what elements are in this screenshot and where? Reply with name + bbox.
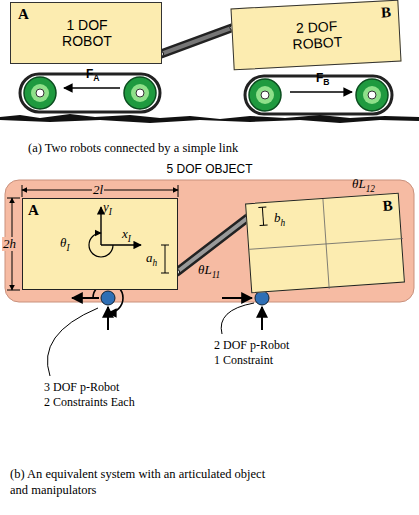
node-label: 1 DOF ROBOT <box>52 17 122 49</box>
callout-note: 1 Constraint <box>214 353 273 367</box>
symbol-label: 2h <box>2 237 17 251</box>
force-label: FA <box>86 67 100 85</box>
dimension-tick <box>7 290 20 291</box>
wheel <box>24 77 56 109</box>
dimension-tick <box>260 224 268 226</box>
force-label: FB <box>316 71 330 89</box>
dimension-line <box>262 207 263 225</box>
p-robot-point <box>101 291 115 305</box>
link-bar <box>177 217 249 272</box>
center-line <box>323 199 329 289</box>
force-arrow <box>64 87 120 89</box>
symbol-label: bh <box>274 211 285 230</box>
body-letter: A <box>18 6 29 23</box>
dimension-tick <box>178 185 179 197</box>
dimension-tick <box>7 198 20 199</box>
link-bar <box>161 28 232 54</box>
symbol-label: θL12 <box>352 177 375 196</box>
force-arrow <box>107 307 109 330</box>
angle-arc <box>89 233 113 257</box>
callout-note: 3 DOF p-Robot <box>44 380 119 394</box>
wheel <box>249 79 281 111</box>
object-body: B <box>245 193 405 294</box>
body-detail <box>23 199 179 291</box>
node-label: 2 DOF ROBOT <box>281 17 353 53</box>
wheel <box>124 77 156 109</box>
robot-box: 2 DOF ROBOT B <box>230 0 401 70</box>
ground <box>0 114 419 123</box>
figure-caption: (a) Two robots connected by a simple lin… <box>28 140 408 156</box>
leader-line <box>221 303 254 334</box>
wheel <box>356 79 388 111</box>
robot-box: A 1 DOF ROBOT <box>10 2 162 64</box>
symbol-label: 2l <box>92 183 104 197</box>
force-arrow <box>72 297 99 299</box>
link-bar <box>175 214 252 274</box>
leader-line <box>47 308 98 376</box>
dimension-line <box>165 245 166 273</box>
body-letter: B <box>380 4 391 22</box>
body-letter: A <box>28 202 39 219</box>
symbol-label: xI <box>122 227 131 246</box>
link-highlight <box>161 28 232 54</box>
node-label: 5 DOF OBJECT <box>5 162 414 176</box>
link-highlight <box>177 217 249 272</box>
object-body: A <box>22 198 178 290</box>
dimension-tick <box>258 207 266 209</box>
force-arrow <box>290 91 352 93</box>
dimension-tick <box>161 245 169 246</box>
y-axis <box>100 207 101 245</box>
callout-note: 2 Constraints Each <box>44 395 135 409</box>
figure-caption: (b) An equivalent system with an articul… <box>10 466 285 498</box>
dimension-tick <box>22 185 23 197</box>
x-axis <box>101 244 141 245</box>
callout-note: 2 DOF p-Robot <box>214 338 289 352</box>
symbol-label: yI <box>103 200 112 219</box>
object-region: 5 DOF OBJECTAB <box>5 180 418 302</box>
p-robot-point <box>255 291 269 305</box>
force-arrow <box>261 307 263 330</box>
symbol-label: ah <box>146 251 157 270</box>
symbol-label: θL11 <box>198 263 220 282</box>
object-region <box>5 180 414 302</box>
symbol-label: θI <box>60 236 70 255</box>
link-bar <box>159 25 235 56</box>
body-letter: B <box>382 197 393 215</box>
force-arrow <box>222 297 252 299</box>
dimension-tick <box>161 273 169 274</box>
